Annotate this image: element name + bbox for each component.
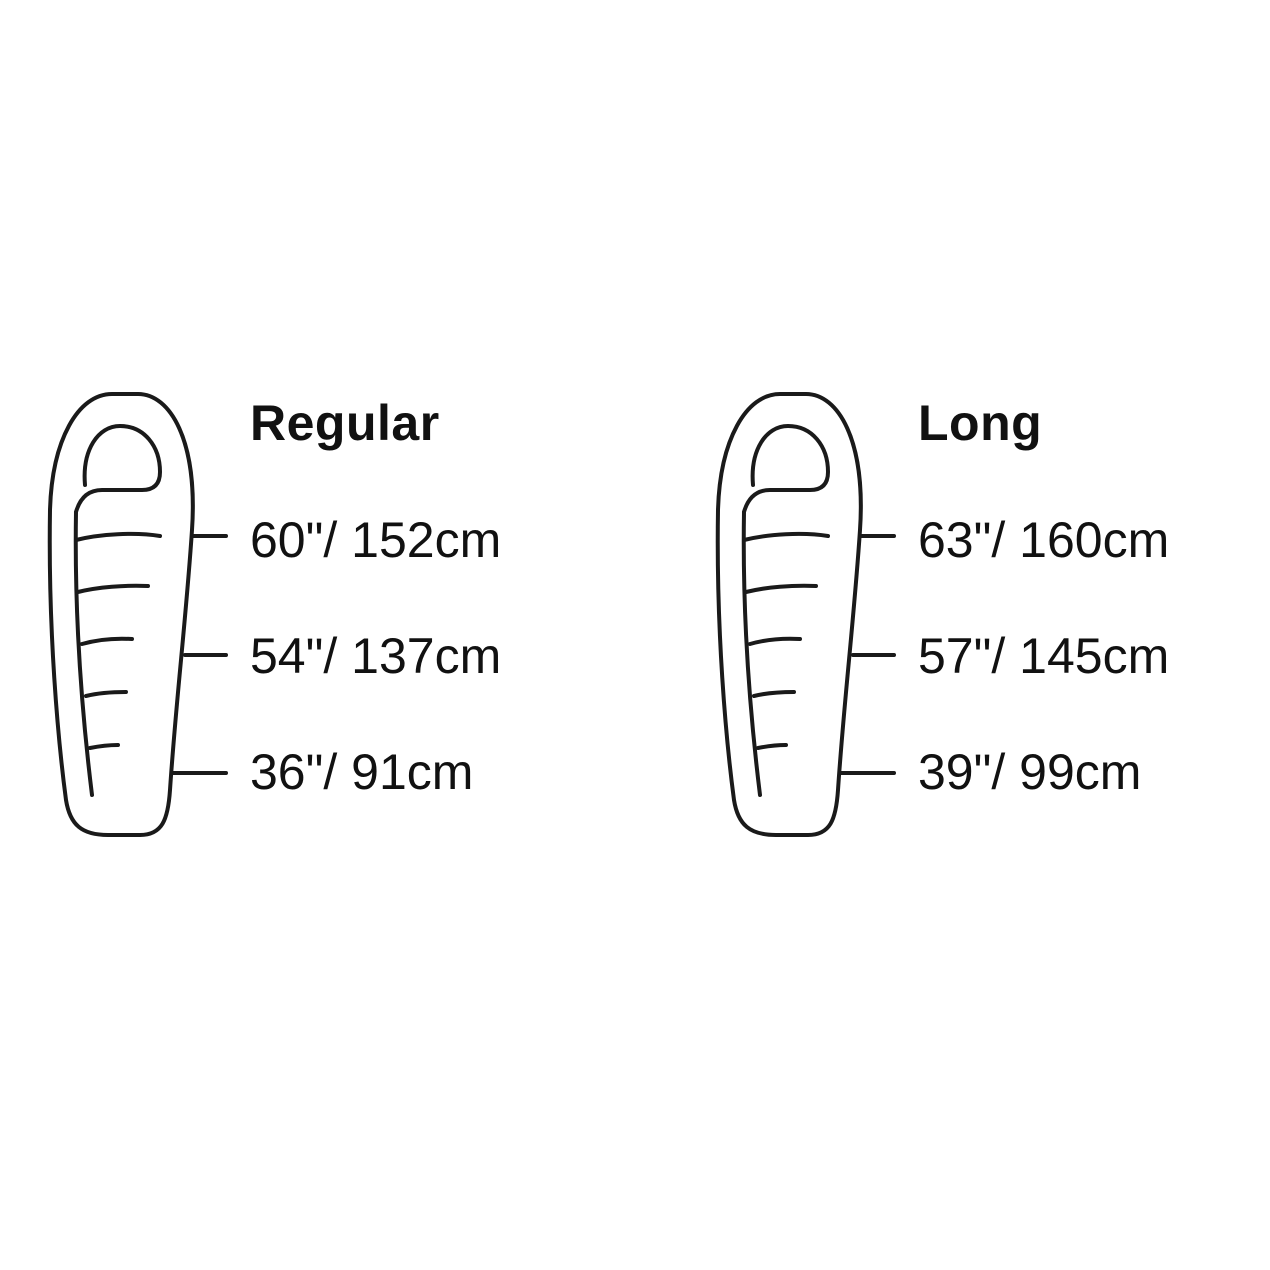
measurement-label: 57"/ 145cm xyxy=(918,628,1170,684)
size-panel-long: Long 63"/ 160cm 57"/ 145cm 39"/ 99cm xyxy=(708,380,1270,850)
sleeping-bag-icon xyxy=(715,392,896,837)
measurement-label: 60"/ 152cm xyxy=(250,512,502,568)
size-panel-regular: Regular 60"/ 152cm 54"/ 137cm 36"/ 91cm xyxy=(40,380,640,850)
sleeping-bag-icon xyxy=(47,392,228,837)
measurement-label: 39"/ 99cm xyxy=(918,744,1142,800)
measurement-label: 63"/ 160cm xyxy=(918,512,1170,568)
size-title: Regular xyxy=(250,395,440,451)
measurement-label: 54"/ 137cm xyxy=(250,628,502,684)
size-title: Long xyxy=(918,395,1043,451)
measurement-label: 36"/ 91cm xyxy=(250,744,474,800)
